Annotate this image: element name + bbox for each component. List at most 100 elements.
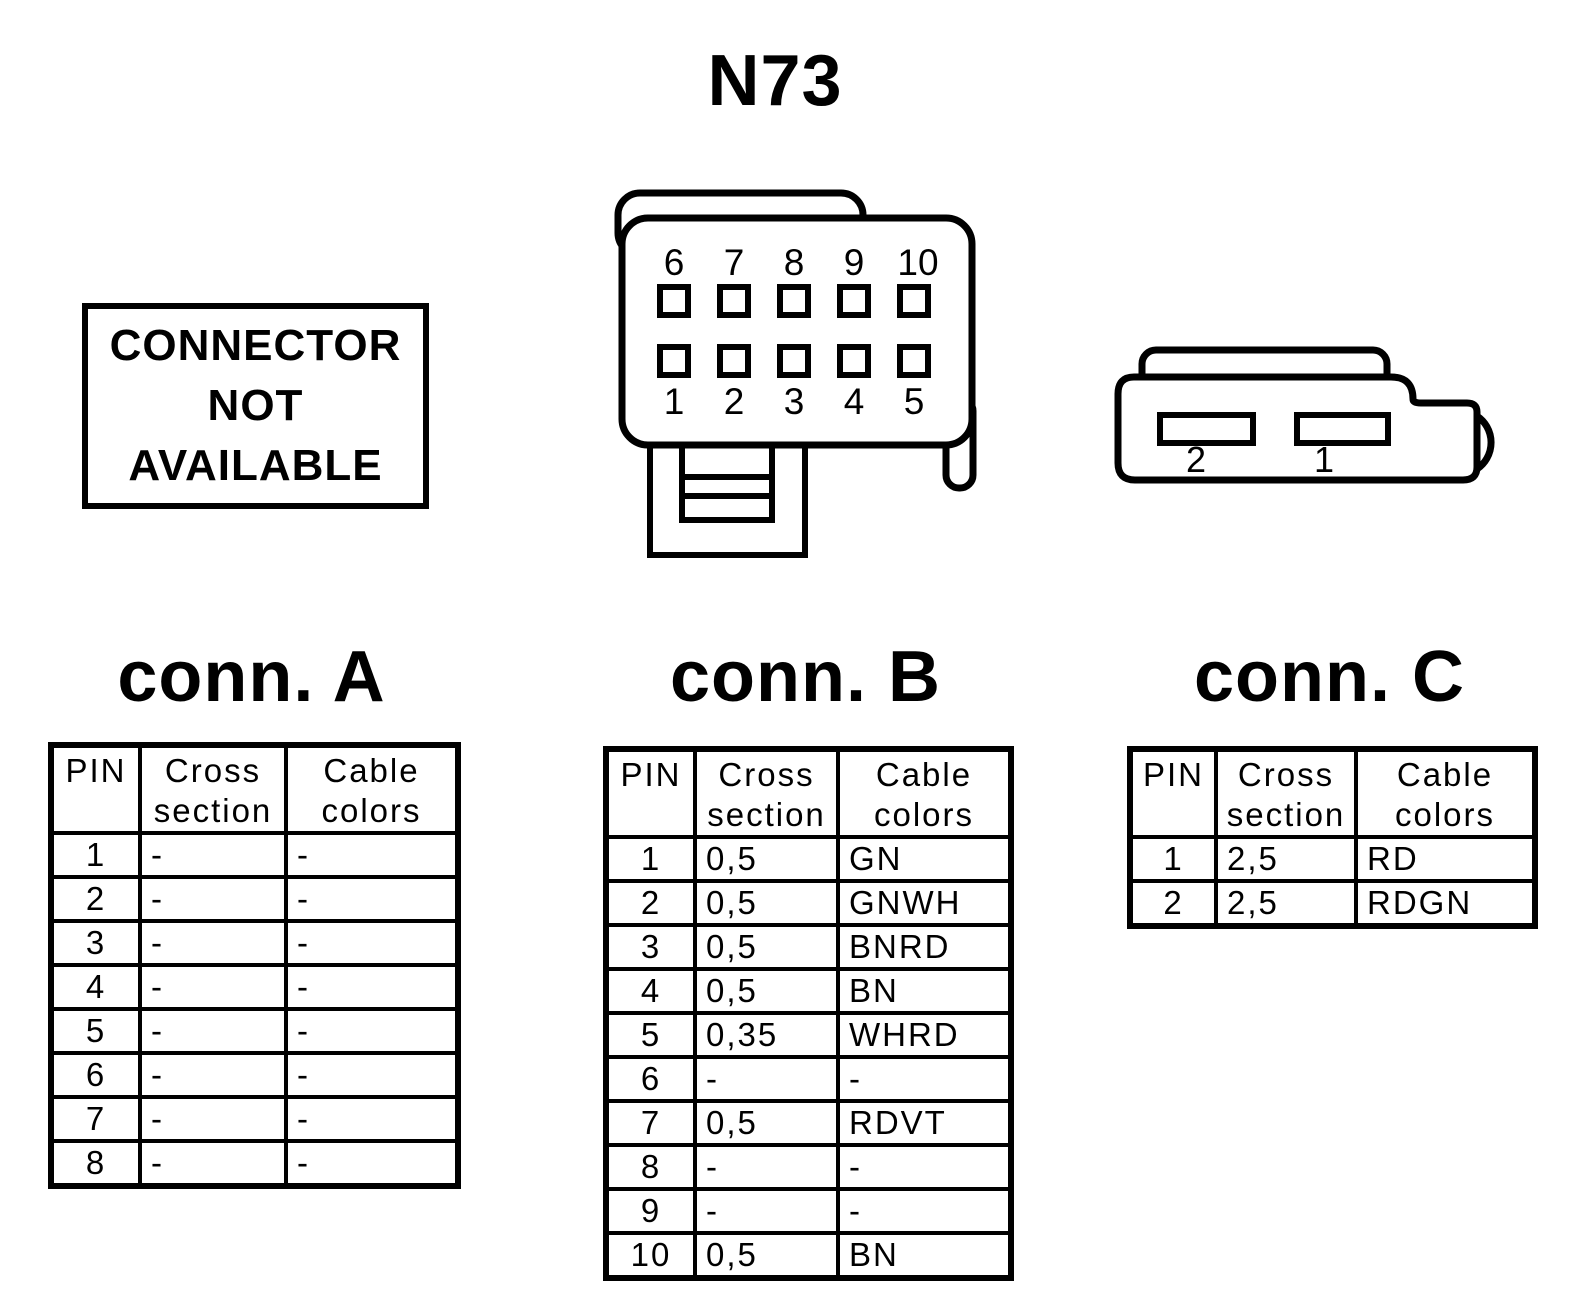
connector-c-side-bump	[1474, 413, 1495, 472]
table-row: 5--	[49, 1007, 460, 1055]
cell-pin: 3	[49, 919, 142, 967]
conn-b-heading: conn. B	[670, 637, 941, 717]
pin-square-5	[897, 344, 931, 378]
cell-colors: GNWH	[836, 879, 1013, 927]
pin-label: 2	[724, 381, 745, 422]
cell-cross: 0,5	[693, 1099, 840, 1147]
cell-colors: -	[284, 919, 460, 967]
table-row: 7--	[49, 1095, 460, 1143]
notice-line: NOT	[207, 381, 304, 430]
cell-colors: -	[836, 1143, 1013, 1191]
cell-pin: 5	[604, 1011, 697, 1059]
page-title: N73	[707, 41, 843, 121]
pin-label: 2	[1186, 439, 1206, 480]
pin-label: 10	[897, 242, 938, 283]
table-row: 6--	[604, 1055, 1013, 1103]
table-header-row: PIN Cross section Cable colors	[604, 747, 1013, 839]
cell-cross: -	[693, 1143, 840, 1191]
cell-pin: 1	[604, 835, 697, 883]
header-pin: PIN	[49, 743, 142, 835]
cell-cross: 0,5	[693, 835, 840, 883]
pin-square-2	[717, 344, 751, 378]
cell-colors: -	[284, 1051, 460, 1099]
cell-pin: 2	[604, 879, 697, 927]
header-pin: PIN	[604, 747, 697, 839]
pin-label: 4	[844, 381, 865, 422]
cell-pin: 9	[604, 1187, 697, 1235]
cell-colors: BN	[836, 1231, 1013, 1280]
pin-label: 3	[784, 381, 805, 422]
pin-label: 1	[664, 381, 685, 422]
cell-pin: 4	[604, 967, 697, 1015]
pin-label: 7	[724, 242, 745, 283]
cell-cross: -	[138, 1007, 288, 1055]
header-cross-section: Cross section	[693, 747, 840, 839]
table-row: 9--	[604, 1187, 1013, 1235]
header-cable-colors: Cable colors	[284, 743, 460, 835]
cell-colors: -	[836, 1055, 1013, 1103]
table-row: 6--	[49, 1051, 460, 1099]
cell-cross: -	[138, 1139, 288, 1188]
cell-cross: -	[693, 1055, 840, 1103]
header-cross-section: Cross section	[1214, 747, 1358, 839]
cell-colors: RDGN	[1354, 879, 1537, 928]
pin-label: 9	[844, 242, 865, 283]
pin-label: 6	[664, 242, 685, 283]
pin-label: 8	[784, 242, 805, 283]
cell-colors: WHRD	[836, 1011, 1013, 1059]
conn-c-heading: conn. C	[1194, 637, 1465, 717]
pin-slot-1	[1294, 412, 1391, 446]
conn-a-heading: conn. A	[117, 637, 386, 717]
table-header-row: PIN Cross section Cable colors	[49, 743, 460, 835]
cell-cross: 2,5	[1214, 835, 1358, 883]
pin-square-9	[837, 284, 871, 318]
cell-pin: 5	[49, 1007, 142, 1055]
notice-line: AVAILABLE	[128, 441, 383, 490]
table-row: 8--	[604, 1143, 1013, 1191]
cell-colors: BNRD	[836, 923, 1013, 971]
cell-pin: 1	[49, 831, 142, 879]
cell-pin: 4	[49, 963, 142, 1011]
cell-pin: 7	[49, 1095, 142, 1143]
cell-colors: GN	[836, 835, 1013, 883]
cell-cross: -	[138, 831, 288, 879]
cell-pin: 10	[604, 1231, 697, 1280]
header-cable-colors: Cable colors	[836, 747, 1013, 839]
cell-cross: 0,5	[693, 1231, 840, 1280]
cell-cross: 0,35	[693, 1011, 840, 1059]
pin-slot-2	[1157, 412, 1256, 446]
table-row: 8--	[49, 1139, 460, 1188]
cell-pin: 1	[1128, 835, 1218, 883]
pin-square-1	[657, 344, 691, 378]
cell-colors: RDVT	[836, 1099, 1013, 1147]
pin-square-7	[717, 284, 751, 318]
pin-label: 5	[904, 381, 925, 422]
connector-b-diagram: 6 7 8 9 10 1 2 3 4 5	[614, 189, 977, 558]
connector-b-body	[618, 214, 976, 449]
cell-colors: -	[836, 1187, 1013, 1235]
cell-colors: -	[284, 1095, 460, 1143]
cell-pin: 8	[604, 1143, 697, 1191]
table-row: 1--	[49, 831, 460, 879]
cell-pin: 3	[604, 923, 697, 971]
cell-pin: 6	[49, 1051, 142, 1099]
table-row: 2--	[49, 875, 460, 923]
connector-c-diagram: 2 1	[1114, 346, 1495, 484]
header-cable-colors: Cable colors	[1354, 747, 1537, 839]
connector-not-available-box: CONNECTOR NOT AVAILABLE	[82, 303, 429, 509]
cell-pin: 6	[604, 1055, 697, 1103]
header-pin: PIN	[1128, 747, 1218, 839]
cell-cross: -	[138, 1095, 288, 1143]
cell-cross: 2,5	[1214, 879, 1358, 928]
table-row: 3--	[49, 919, 460, 967]
